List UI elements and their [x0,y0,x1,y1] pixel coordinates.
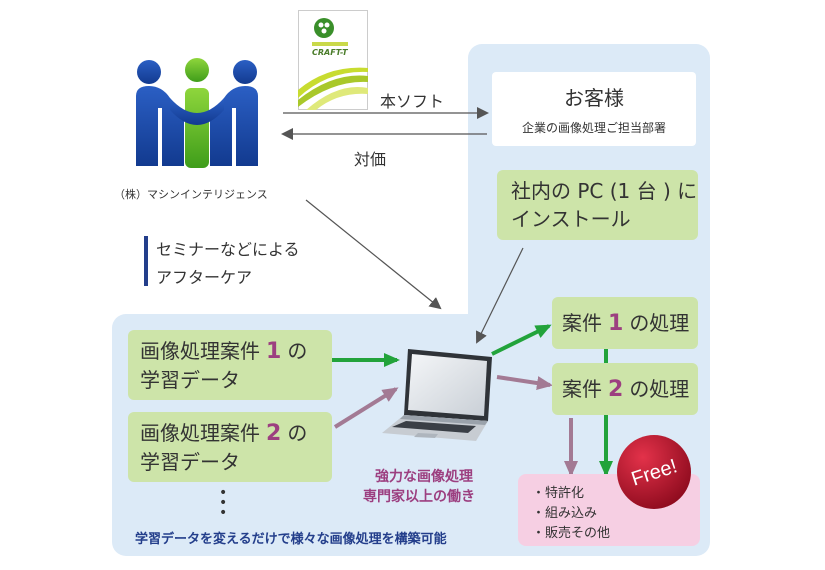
result2-number: 2 [608,376,624,402]
bottom-caption: 学習データを変えるだけで様々な画像処理を構築可能 [135,532,447,547]
training2-suffix: の [287,420,308,445]
aftercare-line2: アフターケア [156,268,253,287]
customer-subtitle: 企業の画像処理ご担当部署 [521,121,666,135]
result2-prefix: 案件 [562,376,602,401]
training1-line2: 学習データ [140,367,240,392]
result2-suffix: の処理 [629,376,690,401]
laptop-caption-line2: 専門家以上の働き [363,489,475,505]
result2-arrow [496,375,553,390]
software-label: 本ソフト [380,92,445,111]
aftercare-arrow [305,199,442,310]
result1-number: 1 [608,310,624,336]
result1-arrow [491,324,552,356]
more-dots: ••• [219,485,228,521]
training1-suffix: の [287,338,308,363]
company-logo [136,58,258,168]
aftercare-line1: セミナーなどによる [156,240,300,259]
aftercare-bar [144,236,148,286]
install-line1: 社内の PC (1 台 ) に [511,179,698,203]
result1-prefix: 案件 [562,310,602,335]
free-item-embed: ・組み込み [532,506,598,521]
install-box: 社内の PC (1 台 ) に インストール [497,170,698,240]
training1-number: 1 [266,338,282,364]
training2-prefix: 画像処理案件 [140,420,260,445]
install-arrow [476,247,524,344]
laptop-caption-line1: 強力な画像処理 [375,469,473,485]
laptop-icon [382,349,492,441]
product-brand-text: CRAFT-T [312,48,348,57]
result1-suffix: の処理 [629,310,690,335]
install-line2: インストール [511,207,631,231]
customer-title: お客様 [564,86,624,110]
free-item-sales: ・販売その他 [532,526,611,541]
customer-box: お客様 企業の画像処理ご担当部署 [492,72,696,146]
company-name: （株）マシンインテリジェンス [114,188,268,201]
product-package-image: CRAFT-T [298,10,368,110]
training2-number: 2 [266,420,282,446]
training1-prefix: 画像処理案件 [140,338,260,363]
free-item-patent: ・特許化 [532,486,585,501]
training2-line2: 学習データ [140,449,240,474]
free-badge: Free! [617,435,691,509]
payment-label: 対価 [354,150,387,169]
training2-arrow [333,387,399,429]
